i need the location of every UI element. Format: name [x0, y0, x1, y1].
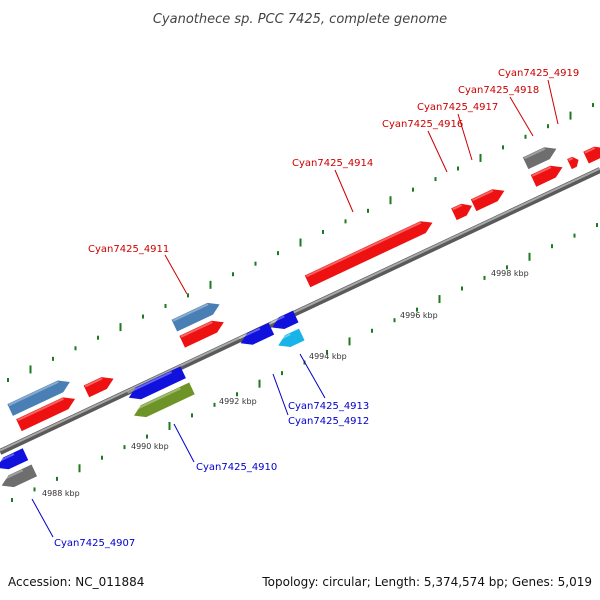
gene-gray-4907	[0, 464, 38, 488]
gene-blue-4907	[0, 448, 29, 470]
gene-blue-4910	[127, 366, 186, 400]
leader-4918	[509, 96, 534, 137]
dot-track-inner	[11, 223, 598, 502]
leader-4916	[427, 130, 448, 173]
gene-label-cyan7425-4914: Cyan7425_4914	[292, 158, 373, 169]
gene-steel-left	[7, 380, 70, 416]
gene-label-cyan7425-4912: Cyan7425_4912	[288, 416, 369, 427]
gene-gray-4907-highlight	[0, 469, 24, 482]
genome-backbone	[0, 167, 600, 455]
gene-red-4914-highlight	[305, 221, 422, 278]
gene-red-4914-body	[304, 221, 433, 288]
gene-label-cyan7425-4907: Cyan7425_4907	[54, 538, 135, 549]
gene-cyan-4912-body	[278, 328, 305, 347]
gene-steel-4911-highlight	[172, 303, 209, 322]
gene-label-cyan7425-4917: Cyan7425_4917	[417, 102, 498, 113]
gene-label-cyan7425-4911: Cyan7425_4911	[88, 244, 169, 255]
accession-text: Accession: NC_011884	[8, 575, 144, 589]
tick-label-4998: 4998 kbp	[491, 269, 529, 278]
gene-red-left	[16, 397, 76, 432]
gene-steel-4911	[171, 302, 220, 332]
gene-red-4916-highlight	[452, 204, 463, 211]
tick-label-4994: 4994 kbp	[309, 352, 347, 361]
gene-red-4916-body	[451, 203, 473, 221]
leader-4919	[547, 79, 559, 125]
gene-red-4916	[451, 203, 473, 221]
tick-label-4988: 4988 kbp	[42, 489, 80, 498]
gene-red-small-body	[83, 377, 114, 398]
gene-red-4919a-highlight	[568, 157, 574, 161]
leader-lines	[31, 79, 559, 538]
gene-red-4911	[179, 320, 224, 348]
gene-gray-4918-body	[522, 147, 557, 170]
leader-4917	[457, 113, 473, 161]
gene-gray-4918-highlight	[523, 147, 546, 160]
gene-blue-4913b	[270, 310, 299, 329]
gene-blue-4913b-body	[272, 310, 299, 329]
gene-red-4918-body	[530, 165, 563, 187]
forward-gene-labels: Cyan7425_4911 Cyan7425_4914 Cyan7425_491…	[88, 68, 579, 255]
leader-4913	[299, 353, 326, 399]
gene-red-left-body	[16, 397, 76, 432]
gene-blue-4907-highlight	[0, 453, 15, 464]
gene-red-4917	[470, 189, 505, 212]
gene-steel-4911-body	[171, 302, 220, 332]
gene-blue-4907-body	[0, 448, 29, 470]
gene-red-4911-body	[179, 320, 224, 348]
gene-red-4919b-highlight	[584, 147, 596, 154]
gene-track	[0, 146, 600, 488]
gene-blue-4913a-highlight	[238, 327, 261, 340]
gene-olive-4910	[132, 382, 195, 418]
gene-red-4914	[304, 221, 433, 288]
gene-olive-4910-highlight	[132, 387, 181, 412]
leader-4910	[173, 423, 195, 463]
gene-gray-4907-body	[1, 464, 38, 488]
gene-red-small-highlight	[84, 377, 103, 388]
gene-cyan-4912	[276, 328, 305, 347]
gene-label-cyan7425-4918: Cyan7425_4918	[458, 85, 539, 96]
topology-text: Topology: circular; Length: 5,374,574 bp…	[261, 575, 592, 589]
gene-red-4919b	[583, 146, 600, 164]
gene-label-cyan7425-4916: Cyan7425_4916	[382, 119, 463, 130]
leader-4907	[31, 498, 54, 538]
tick-labels: 4988 kbp 4990 kbp 4992 kbp 4994 kbp 4996…	[42, 269, 529, 498]
gene-red-4919a	[567, 156, 579, 170]
gene-blue-4910-highlight	[127, 371, 173, 394]
leader-4914	[334, 169, 354, 213]
gene-red-4911-highlight	[180, 321, 213, 338]
gene-label-cyan7425-4919: Cyan7425_4919	[498, 68, 579, 79]
gene-label-cyan7425-4913: Cyan7425_4913	[288, 401, 369, 412]
gene-blue-4910-body	[128, 366, 186, 400]
gene-red-small	[83, 377, 114, 398]
gene-cyan-4912-highlight	[276, 333, 291, 342]
tick-label-4996: 4996 kbp	[400, 311, 438, 320]
gene-steel-left-highlight	[8, 380, 59, 406]
gene-red-4918	[530, 165, 563, 187]
gene-red-4919b-body	[583, 146, 600, 164]
leader-4911	[164, 254, 188, 295]
map-title: Cyanothece sp. PCC 7425, complete genome	[153, 12, 447, 27]
reverse-gene-labels: Cyan7425_4907 Cyan7425_4910 Cyan7425_491…	[54, 401, 369, 549]
gene-blue-4913a	[238, 322, 275, 345]
gene-blue-4913a-body	[240, 322, 275, 345]
gene-steel-left-body	[7, 380, 70, 416]
leader-4912	[272, 373, 289, 416]
gene-olive-4910-body	[134, 382, 195, 418]
gene-blue-4913b-highlight	[270, 315, 285, 324]
gene-red-4917-body	[470, 189, 505, 212]
gene-red-4918-highlight	[531, 166, 552, 177]
tick-label-4992: 4992 kbp	[219, 397, 257, 406]
gene-gray-4918	[522, 147, 557, 170]
gene-red-4917-highlight	[471, 189, 494, 202]
gene-label-cyan7425-4910: Cyan7425_4910	[196, 462, 277, 473]
tick-label-4990: 4990 kbp	[131, 442, 169, 451]
gene-red-left-highlight	[17, 397, 64, 422]
gene-red-4919a-body	[567, 156, 579, 170]
dot-track-outer	[7, 103, 594, 382]
